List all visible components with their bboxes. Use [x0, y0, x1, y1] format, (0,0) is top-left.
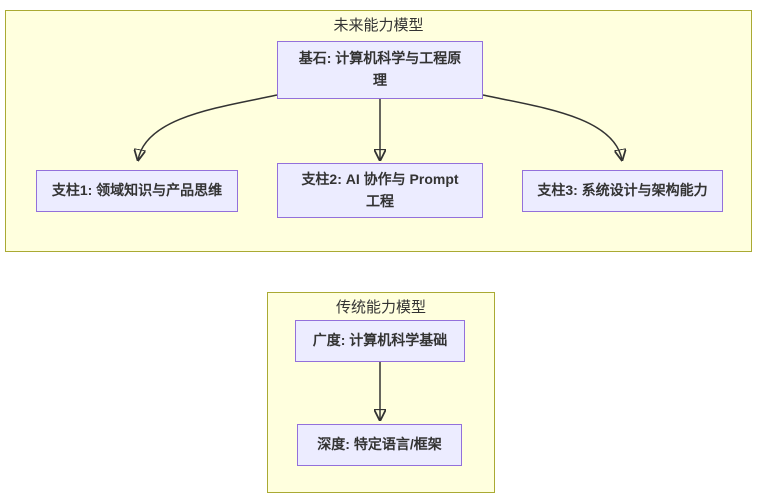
cluster-future-title: 未来能力模型: [333, 17, 424, 34]
node-foundation: 基石: 计算机科学与工程原理: [277, 41, 483, 99]
node-depth: 深度: 特定语言/框架: [297, 424, 462, 466]
node-pillar2: 支柱2: AI 协作与 Prompt 工程: [277, 163, 483, 218]
node-pillar1: 支柱1: 领域知识与产品思维: [36, 170, 238, 212]
cluster-traditional-title: 传统能力模型: [335, 299, 426, 316]
node-breadth: 广度: 计算机科学基础: [295, 320, 465, 362]
node-pillar3: 支柱3: 系统设计与架构能力: [522, 170, 723, 212]
